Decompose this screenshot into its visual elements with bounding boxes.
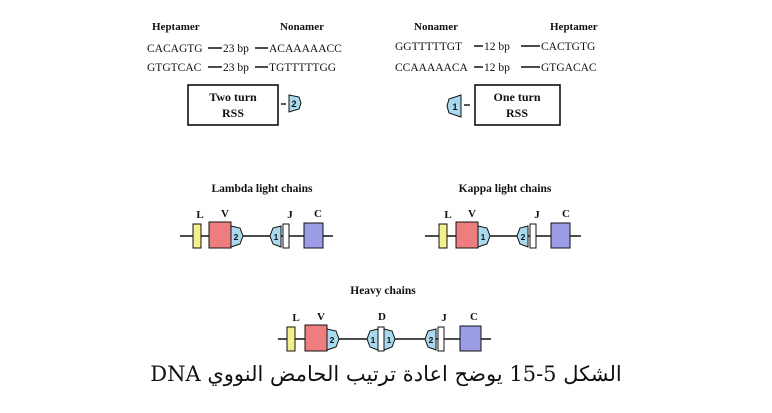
heptamer-seq-bottom: GTGTCAC [147,62,202,74]
kappa-j-label: J [534,209,540,221]
nonamer-label-right: Nonamer [414,21,458,33]
lambda-l-label: L [196,209,203,221]
heavy-d-rss-right-icon [383,328,396,351]
lambda-title: Lambda light chains [212,183,313,195]
rss-1-marker-icon [446,94,462,118]
lambda-j-label: J [287,209,293,221]
lambda-rss-2-label: 2 [234,232,239,242]
two-turn-rss-label: RSS [222,106,244,120]
nonamer-seq-top: ACAAAAACC [269,43,342,55]
rss-2-marker-icon [288,94,302,113]
heptamer-seq-bottom-right: GTGACAC [541,62,597,74]
one-turn-label: One turn [493,90,540,104]
lambda-rss-1-label: 1 [274,232,279,242]
spacer-bottom: 23 bp [223,62,249,74]
one-turn-rss-box [474,84,561,126]
nonamer-label: Nonamer [280,21,324,33]
heavy-rss-2-label: 2 [330,335,335,345]
heavy-d-rss-left-label: 1 [371,335,376,345]
lambda-j-segment [282,223,290,249]
lambda-rss-1-icon [269,225,282,248]
two-turn-rss-panel: Heptamer Nonamer CACAGTG 23 bp ACAAAAACC… [147,21,342,126]
spacer-bottom-right: 12 bp [484,62,510,74]
lambda-v-label: V [221,208,229,220]
heavy-v-segment [304,324,328,352]
heptamer-label-right: Heptamer [550,21,598,33]
heavy-leader-segment [286,326,296,352]
heavy-d-label: D [378,311,386,323]
lambda-c-segment [303,222,324,249]
nonamer-seq-top-right: GGTTTTTGT [395,41,462,53]
kappa-title: Kappa light chains [459,183,552,195]
rss-diagram: Heptamer Nonamer CACAGTG 23 bp ACAAAAACC… [147,21,598,352]
heavy-c-segment [459,325,482,352]
two-turn-label: Two turn [209,90,257,104]
one-turn-rss-label: RSS [506,106,528,120]
heavy-rss-2-icon [326,328,340,351]
heavy-j-rss-2-label: 2 [429,335,434,345]
rss-1-marker-label: 1 [452,102,457,112]
heptamer-seq-top-right: CACTGTG [541,41,595,53]
kappa-l-label: L [444,209,451,221]
spacer-top: 23 bp [223,43,249,55]
kappa-c-label: C [562,208,570,220]
lambda-light-chains: Lambda light chains L V J C 2 1 [180,183,333,249]
heavy-c-label: C [470,311,478,323]
heptamer-seq-top: CACAGTG [147,43,203,55]
kappa-rss-2-icon [516,225,529,248]
kappa-j-segment [529,223,537,249]
heavy-v-label: V [317,311,325,323]
kappa-rss-1-icon [477,225,491,248]
lambda-rss-2-icon [230,225,244,248]
kappa-rss-1-label: 1 [481,232,486,242]
kappa-v-segment [455,221,479,249]
kappa-leader-segment [438,223,448,249]
rss-2-marker-label: 2 [291,99,296,109]
one-turn-rss-panel: Nonamer Heptamer GGTTTTTGT 12 bp CACTGTG… [395,21,598,126]
spacer-top-right: 12 bp [484,41,510,53]
heptamer-label: Heptamer [152,21,200,33]
two-turn-rss-box [187,84,279,126]
heavy-j-segment [437,326,445,352]
nonamer-seq-bottom: TGTTTTTGG [269,62,336,74]
kappa-light-chains: Kappa light chains L V J C 1 2 [425,183,581,249]
lambda-leader-segment [192,223,202,249]
heavy-title: Heavy chains [350,285,416,297]
kappa-v-label: V [468,208,476,220]
lambda-v-segment [208,221,232,249]
heavy-l-label: L [292,312,299,324]
heavy-d-segment [377,326,385,352]
kappa-c-segment [550,222,571,249]
heavy-j-rss-2-icon [424,328,437,351]
figure-caption: الشكل 5-15 يوضح اعادة ترتيب الحامض النوو… [150,362,622,386]
heavy-chains: Heavy chains L V D J C 2 1 1 2 [278,285,491,352]
heavy-j-label: J [441,312,447,324]
heavy-d-rss-right-label: 1 [387,335,392,345]
kappa-rss-2-label: 2 [521,232,526,242]
lambda-c-label: C [314,208,322,220]
nonamer-seq-bottom-right: CCAAAAACA [395,62,469,74]
